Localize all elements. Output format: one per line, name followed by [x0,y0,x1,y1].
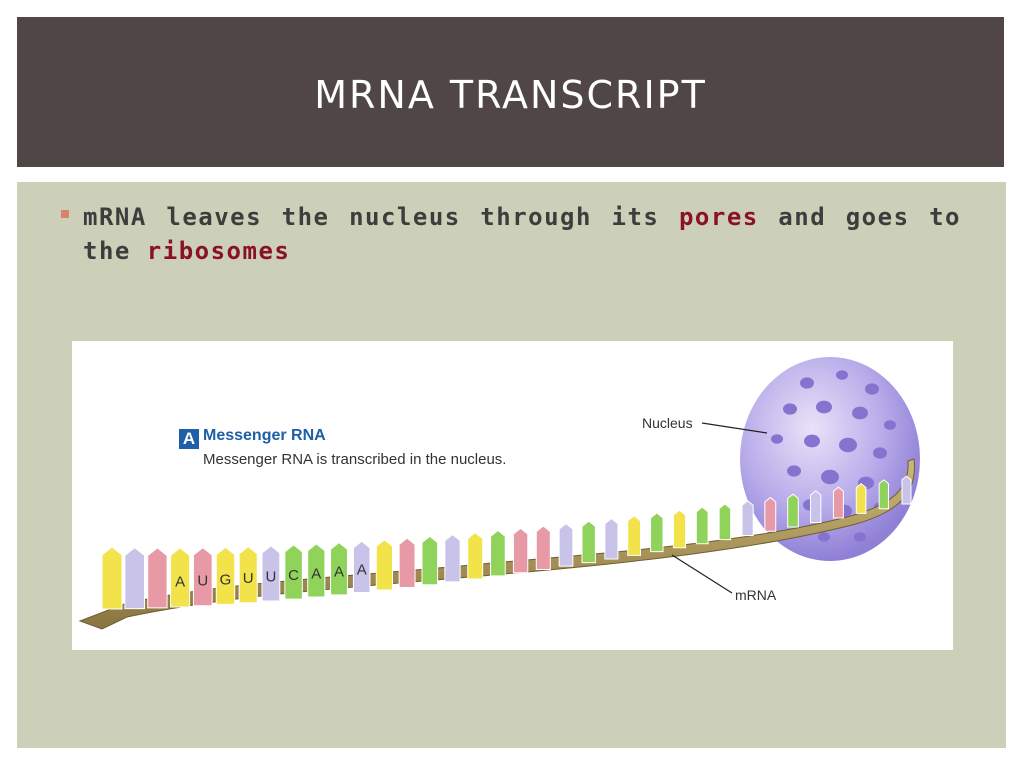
base-letter: G [220,571,232,588]
nuclear-pore [818,532,830,542]
nucleotide-base [627,515,641,556]
base-letter: U [197,572,208,589]
nuclear-pore [852,406,868,420]
nucleotide-base [170,547,191,608]
nuclear-pore [873,447,887,459]
nucleotide-base [330,541,348,596]
nucleotide-base [558,522,574,567]
nucleotide-base [192,546,213,607]
nucleotide-base [124,546,146,610]
nuclear-pore [787,465,801,477]
mrna-pointer-line [671,554,733,594]
nucleus-pointer-line [701,422,768,434]
bullet-text-part2: and goes to the [83,203,962,265]
nucleotide-base [375,539,394,591]
base-letter: A [175,573,185,590]
nucleotide-base [215,546,236,605]
nucleotide-base [238,545,258,604]
bullet-item: mRNA leaves the nucleus through its pore… [61,200,961,268]
figure-caption: Messenger RNA is transcribed in the nucl… [203,451,507,468]
nucleotide-base [787,493,799,528]
nucleotide-base [398,537,416,588]
figure-heading: Messenger RNA [203,427,326,444]
nucleotide-base [352,540,371,594]
nucleotide-base [718,503,732,541]
bullet-square-icon [61,210,69,218]
title-bar: MRNA TRANSCRIPT [17,17,1004,167]
nucleotide-base [284,544,303,600]
nuclear-pore [816,400,832,414]
base-letter: C [288,567,299,584]
nuclear-pore [865,383,879,395]
bullet-text: mRNA leaves the nucleus through its pore… [83,200,961,268]
nuclear-pore [783,403,797,415]
base-letter: A [357,562,367,579]
nuclear-pore [854,532,866,542]
nucleotide-base [672,509,687,549]
nucleotide-base [444,533,461,583]
nucleotide-base [421,535,439,586]
nuclear-pore [800,377,814,389]
nucleotide-base [512,527,529,574]
highlight-ribosomes: ribosomes [146,237,291,265]
nucleotide-base [878,479,889,510]
nucleotide-base [901,475,912,505]
nuclear-pore [821,469,839,485]
nucleotide-base [650,512,664,553]
nuclear-pore [804,434,820,448]
nucleotide-base [764,496,777,532]
nucleotide-base [261,545,281,602]
bullet-text-part1: mRNA leaves the nucleus through its [83,203,679,231]
nucleotide-base [855,482,867,514]
panel-letter-badge: A [179,429,199,449]
nucleotide-base [581,520,596,564]
nucleotide-base [810,490,822,524]
nucleotide-base [741,500,754,537]
base-letter: U [243,570,254,587]
content-panel: mRNA leaves the nucleus through its pore… [17,182,1006,748]
mrna-label: mRNA [735,587,777,603]
nuclear-pore [771,434,783,444]
base-letter: A [334,564,344,581]
nuclear-pore [839,437,857,453]
nucleus-pores [771,370,896,542]
nuclear-pore [836,370,848,380]
nucleotide-base [832,486,844,519]
nucleotide-base [490,529,506,577]
nucleotide-base [604,517,619,560]
nucleotide-base [101,546,123,610]
nuclear-pore [884,420,896,430]
nucleotide-base [147,547,168,609]
base-letter: A [311,565,321,582]
nucleotide-base [467,531,484,580]
nucleus-label: Nucleus [642,415,693,431]
nucleotide-base [695,506,709,545]
slide-title: MRNA TRANSCRIPT [314,73,707,117]
base-letter: U [265,569,276,586]
nucleotide-base [535,525,551,570]
highlight-pores: pores [678,203,759,231]
nucleotide-base [307,543,326,598]
